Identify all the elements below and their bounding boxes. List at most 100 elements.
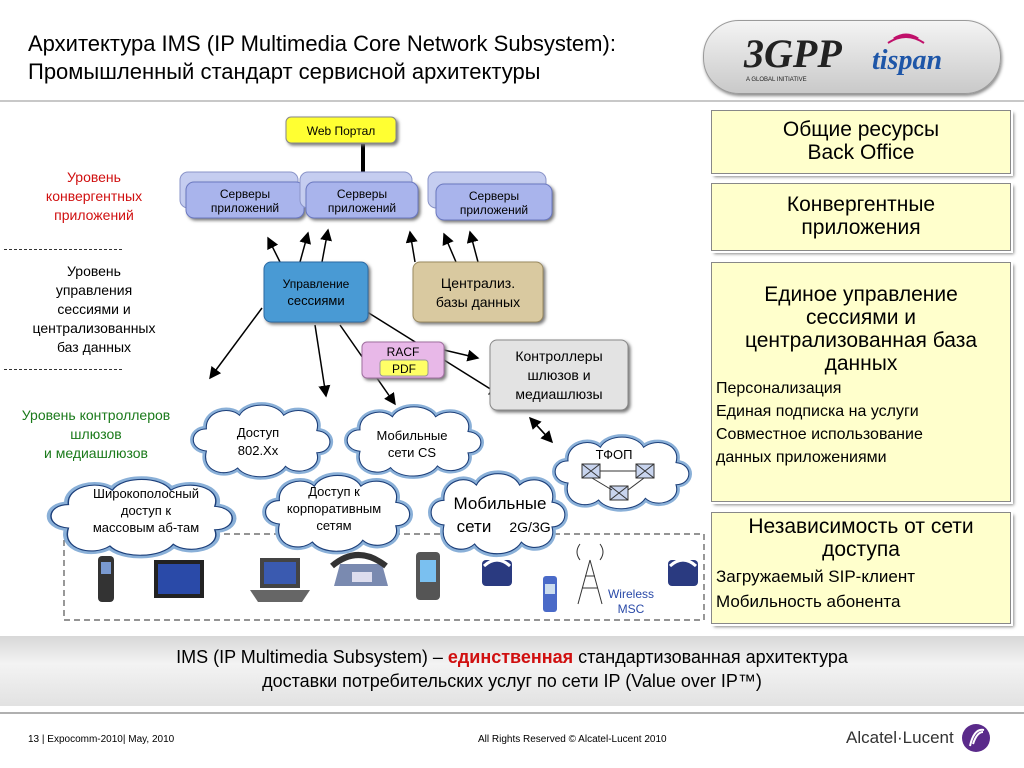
web-portal-box: Web Портал [285,116,397,144]
cloud-access-8021x [193,405,330,477]
level-session-line: сессиями и [57,301,131,317]
session-control-label: Управление [283,277,350,291]
level-apps-line: конвергентных [45,188,143,204]
panel-shared-resources: Общие ресурсы Back Office [709,108,1013,176]
app-server-group-2: Серверы приложений [299,171,419,219]
summary-line-1: IMS (IP Multimedia Subsystem) – единстве… [0,645,1024,669]
panel-box-heading: приложения [801,216,921,239]
cloud-corporate-label: корпоративным [287,501,381,516]
summary-text-part: стандартизованная архитектура [573,647,848,667]
level-apps-label: Уровень конвергентных приложений [14,168,174,225]
flat-screen-icon [154,560,204,598]
logo-tispan: tispan [872,45,942,76]
summary-line-2: доставки потребительских услуг по сети I… [262,671,762,691]
summary-band [0,636,1024,706]
cloud-broadband-label: Широкополосный [93,486,199,501]
app-server-label: приложений [211,201,279,215]
gateway-controllers-box: Контроллеры шлюзов и медиашлюзы [489,339,629,411]
panel-box-heading: централизованная база [744,329,978,352]
app-server-group-1: Серверы приложений [179,171,305,219]
mobile-handset-icon [543,576,557,612]
gateway-controllers-label: медиашлюзы [515,386,602,402]
level-session-line: баз данных [56,339,132,355]
architecture-diagram: Web Портал Серверы приложений Серверы пр… [0,116,705,621]
panel-session-control: Единое управление сессиями и централизов… [709,260,1013,504]
mobile-phone-icon [98,556,114,602]
header-divider [0,100,1024,102]
app-server-group-3: Серверы приложений [427,171,553,221]
panel-box-item: Совместное использование [716,426,923,443]
central-db-label: Централиз. [441,275,515,291]
cloud-access-8021x-label: Доступ [237,425,279,440]
title-line-2: Промышленный стандарт сервисной архитект… [28,59,541,84]
wireless-msc-label: MSC [618,602,645,616]
partner-logos: 3GPP A GLOBAL INITIATIVE tispan [703,20,1001,94]
level-gateway-label: Уровень контроллеров шлюзов и медиашлюзо… [0,406,192,463]
panel-box-item: Единая подписка на услуги [716,403,919,420]
cloud-access-8021x-label: 802.Xx [238,443,279,458]
logo-3gpp: 3GPP [743,31,842,76]
panel-converged-apps: Конвергентные приложения [709,181,1013,253]
footer-brand: Alcatel·Lucent [846,728,954,747]
gateway-controllers-label: шлюзов и [527,367,590,383]
cloud-mobile-cs-label: сети CS [388,445,437,460]
cloud-mobile-cs-label: Мобильные [376,428,447,443]
pda-icon [416,552,440,600]
level-session-line: управления [55,282,133,298]
level-divider [4,369,122,370]
racf-box: RACF PDF [361,341,445,379]
panel-box-heading: данных [824,352,898,375]
laptop-icon [250,558,310,602]
page-title: Архитектура IMS (IP Multimedia Core Netw… [28,30,616,86]
level-session-line: централизованных [32,320,156,336]
phone-handset-icon-2 [668,558,698,586]
cloud-tfop-label: ТФОП [596,447,633,462]
phone-handset-icon-1 [482,558,512,586]
level-apps-line: Уровень [67,169,121,185]
level-session-label: Уровень управления сессиями и централизо… [14,262,174,357]
pdf-label: PDF [392,362,416,376]
antenna-tower-icon [576,543,604,605]
logo-3gpp-sub: A GLOBAL INITIATIVE [746,77,807,83]
app-server-label: Серверы [469,189,519,203]
level-gateway-line: и медиашлюзов [44,445,148,461]
panel-box-heading: Независимость от сети [748,515,974,538]
cloud-corporate-label: сетям [316,518,351,533]
footer-copyright: All Rights Reserved © Alcatel-Lucent 201… [478,734,667,745]
panel-box-item: Загружаемый SIP-клиент [716,567,916,586]
footer-slide-info: 13 | Expocomm-2010| May, 2010 [28,734,175,745]
level-divider [4,249,122,250]
cloud-mobile-2g3g-label: 2G/3G [509,519,550,535]
cloud-mobile-2g3g-label: Мобильные [454,494,547,513]
panel-box-item: Мобильность абонента [716,592,901,611]
summary-text-part: IMS (IP Multimedia Subsystem) – [176,647,448,667]
cloud-broadband-label: доступ к [121,503,172,518]
app-server-label: Серверы [337,187,387,201]
footer-divider [0,712,1024,714]
app-server-label: приложений [328,201,396,215]
panel-box-heading: Back Office [807,141,915,164]
level-apps-line: приложений [54,207,134,223]
cloud-mobile-2g3g [431,474,565,554]
panel-box-item: Персонализация [716,380,842,397]
panel-box-heading: Единое управление [764,283,958,306]
cloud-corporate-label: Доступ к [308,484,360,499]
cloud-mobile-2g3g-label: сети [457,517,492,536]
central-db-label: базы данных [436,294,520,310]
summary-highlight: единственная [447,647,574,667]
racf-label: RACF [387,345,420,359]
app-server-label: приложений [460,203,528,217]
panel-box-item: данных приложениями [716,449,887,466]
level-gateway-line: шлюзов [70,426,122,442]
panel-box-heading: доступа [822,538,900,561]
desk-phone-icon [330,552,388,586]
title-line-1: Архитектура IMS (IP Multimedia Core Netw… [28,31,616,56]
level-session-line: Уровень [67,263,121,279]
session-control-box: Управление сессиями [263,261,369,323]
panel-box-heading: сессиями и [805,306,916,329]
logos-graphic: 3GPP A GLOBAL INITIATIVE tispan [743,31,942,83]
gateway-controllers-label: Контроллеры [515,348,602,364]
app-server-label: Серверы [220,187,270,201]
alcatel-lucent-logo-icon [962,724,990,752]
pstn-switches-icon [581,463,655,501]
